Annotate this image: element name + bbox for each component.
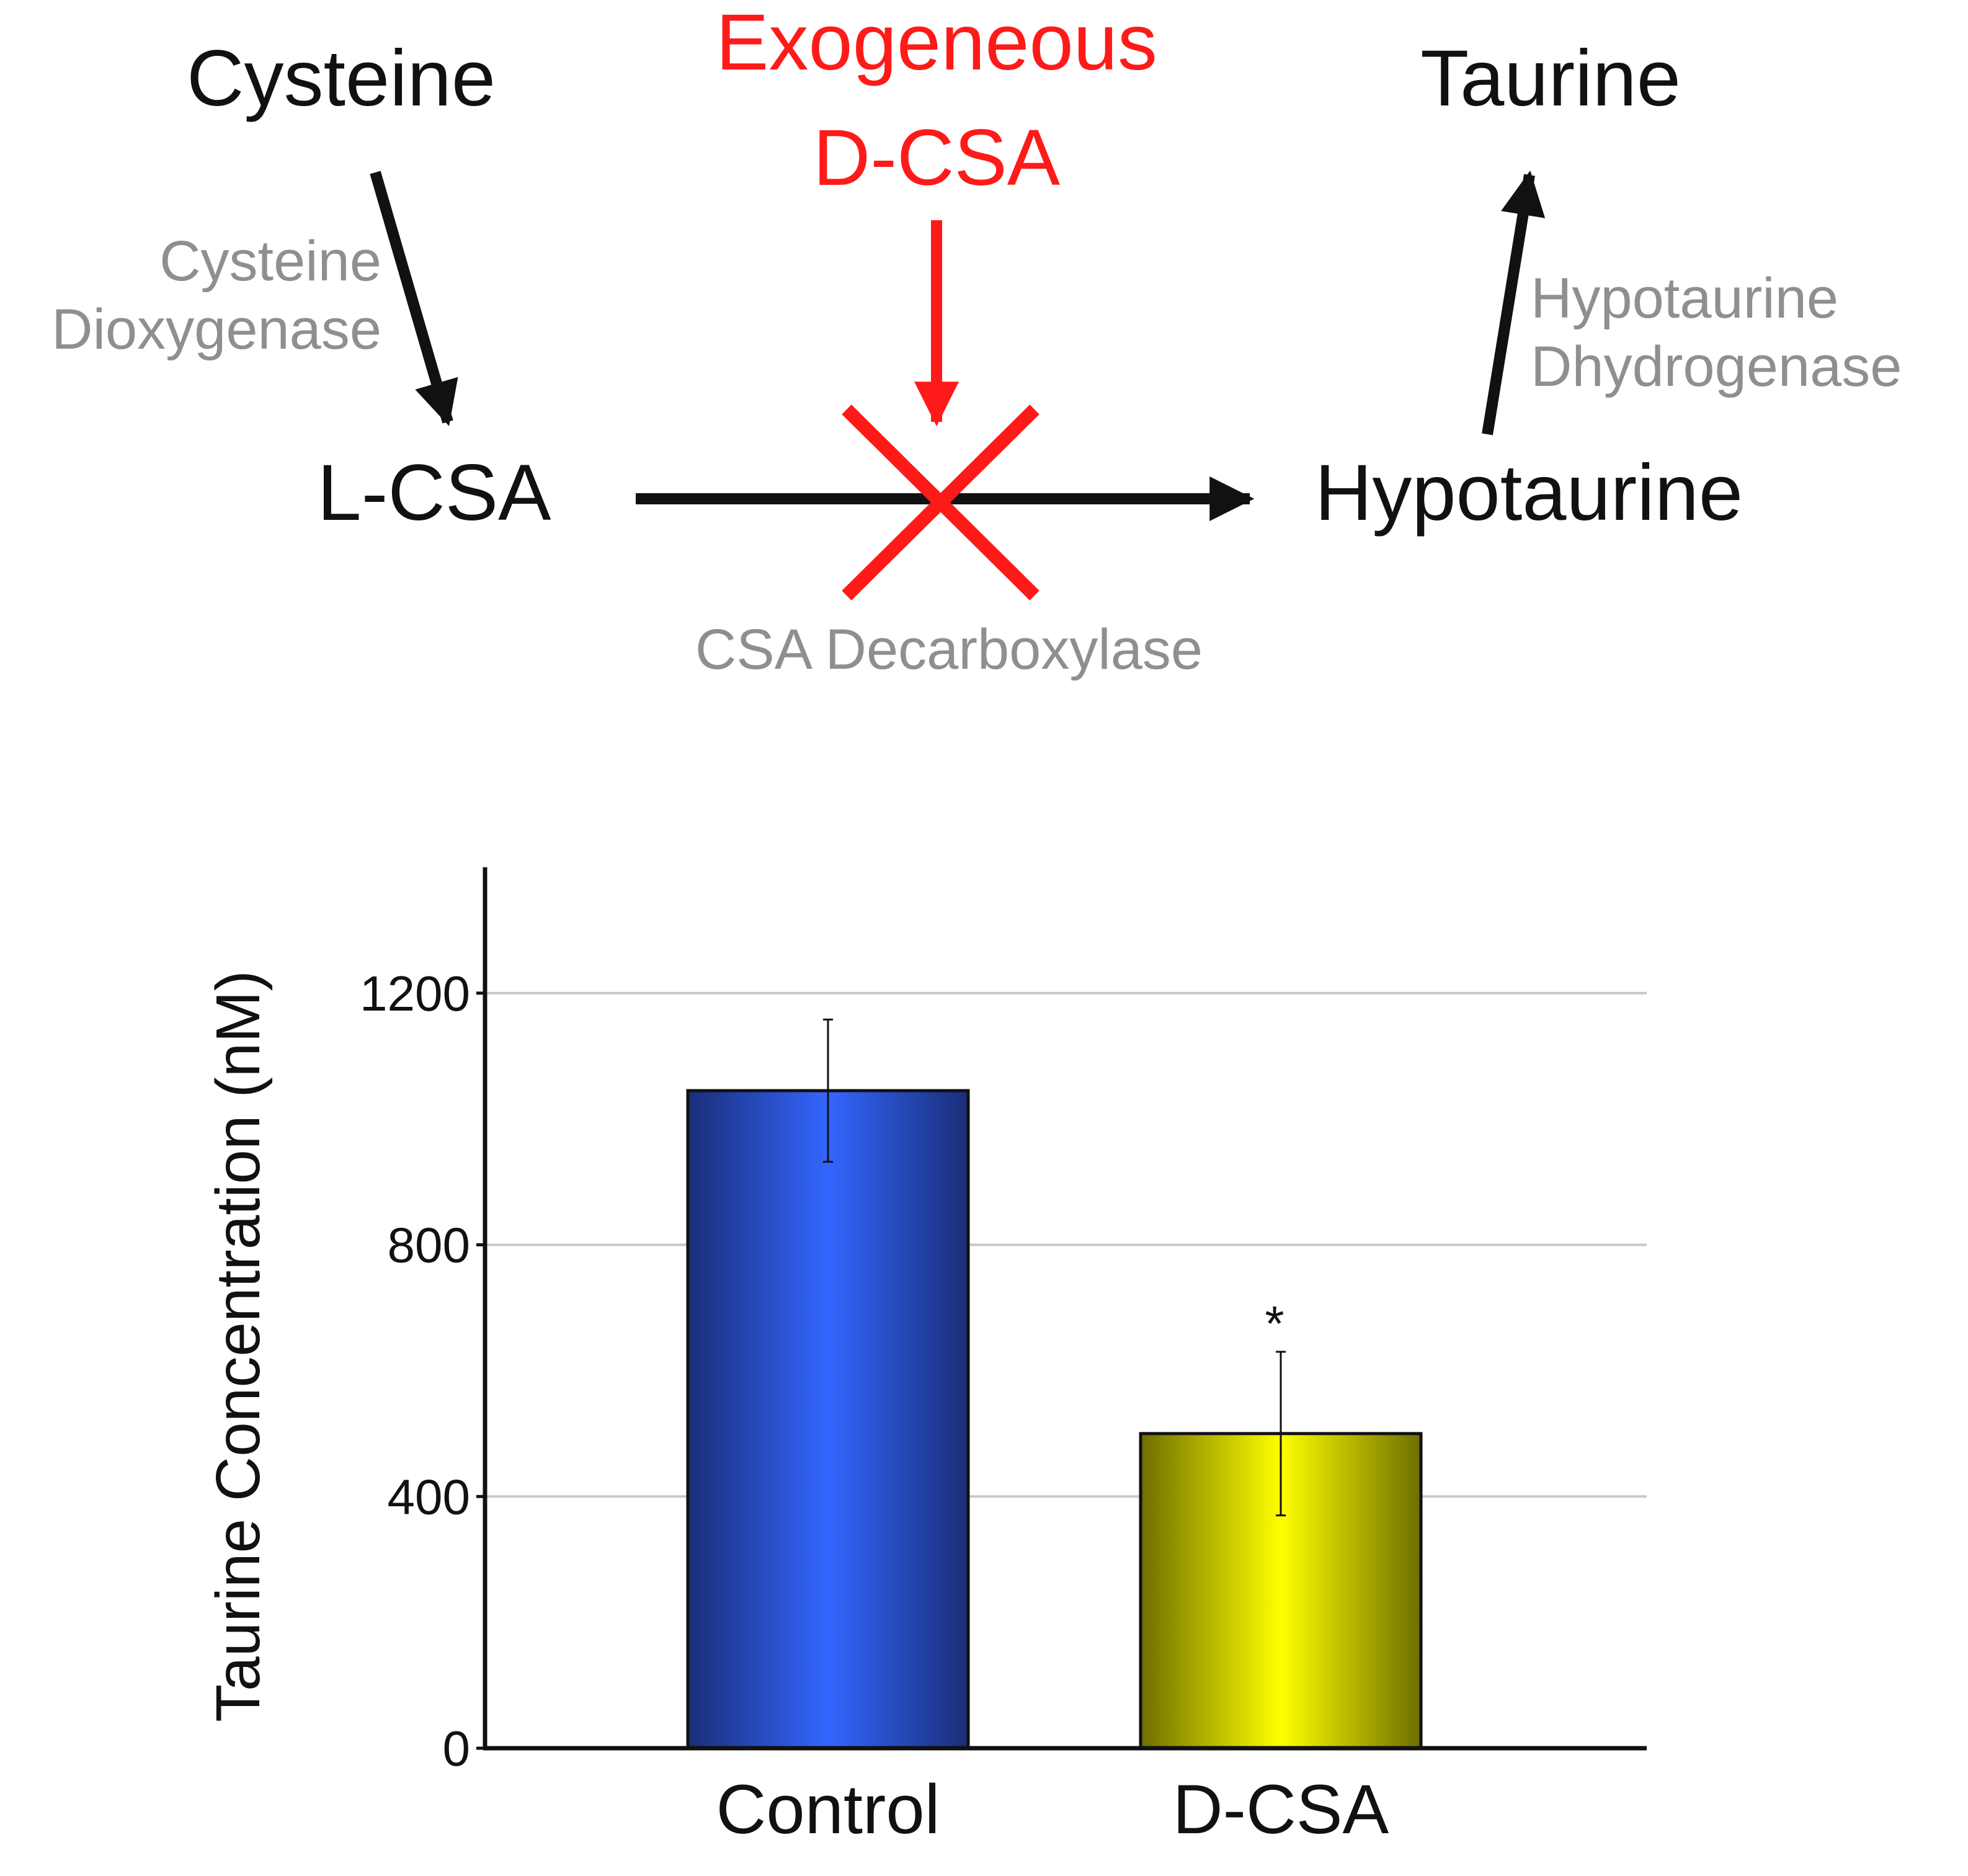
gridlines [485,991,1647,1498]
enzyme-cdo-line1: Cysteine [159,230,381,293]
y-axis-label: Taurine Concentration (nM) [203,970,273,1722]
enzyme-htd-line2: Dhydrogenase [1531,335,1902,398]
inhibitor-label-line2: D-CSA [813,114,1061,202]
y-tick-label: 400 [388,1469,470,1524]
significance-annotations: * [1265,1296,1284,1351]
enzyme-cdo-line2: Dioxygenase [51,298,381,361]
significance-marker: * [1265,1296,1284,1351]
x-category-label: Control [716,1771,940,1848]
arrow-cysteine-to-lcsa [370,171,458,426]
y-tick-label: 1200 [360,966,470,1021]
x-category-labels: Control D-CSA [716,1771,1389,1848]
y-tick-label: 0 [443,1721,471,1776]
enzyme-csad: CSA Decarboxylase [695,618,1203,681]
enzyme-htd-line1: Hypotaurine [1531,267,1838,330]
y-tick-label: 800 [388,1218,470,1273]
bar-control [686,1089,970,1750]
arrow-hypotaurine-to-taurine [1482,170,1546,436]
node-hypotaurine: Hypotaurine [1315,449,1743,537]
node-cysteine: Cysteine [187,34,496,123]
inhibition-x-mark [842,404,1040,601]
node-taurine: Taurine [1420,34,1681,123]
node-lcsa: L-CSA [318,449,552,537]
inhibitor-label-line1: Exogeneous [716,0,1157,87]
bar-chart: 0 400 800 1200 Control D-CSA * Taurine Conce… [203,867,1647,1848]
bars [686,1089,1423,1750]
error-bars [823,1018,1286,1517]
x-category-label: D-CSA [1173,1771,1389,1848]
y-tick-labels: 0 400 800 1200 [360,966,485,1776]
pathway-diagram: Cysteine Taurine L-CSA Hypotaurine Exoge… [51,0,1902,681]
